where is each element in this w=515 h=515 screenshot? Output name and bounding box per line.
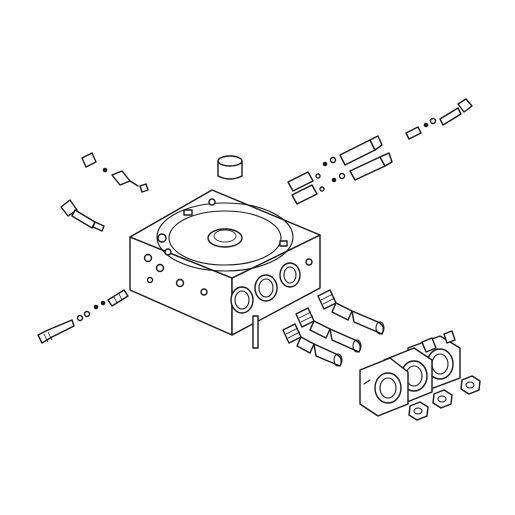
- fitting-left-upper: [81, 152, 149, 193]
- solenoid-coil-pack: [359, 330, 461, 417]
- fitting-left-lower: [37, 289, 129, 344]
- hex-nut-2: [432, 389, 453, 409]
- cartridge-valve-2: [295, 307, 362, 353]
- hex-nut-1: [460, 375, 481, 395]
- cartridge-valve-3: [282, 323, 343, 367]
- cartridge-upper-right-a: [322, 135, 383, 167]
- manifold-block: [129, 189, 321, 349]
- cartridge-upper-right-far: [405, 98, 473, 140]
- fitting-left-middle: [60, 199, 105, 232]
- cartridge-upper-right-c: [287, 171, 325, 205]
- top-cap: [217, 155, 243, 180]
- cartridge-upper-right-b: [331, 152, 393, 183]
- cartridge-valve-1: [317, 289, 385, 335]
- hex-nut-3: [408, 401, 429, 421]
